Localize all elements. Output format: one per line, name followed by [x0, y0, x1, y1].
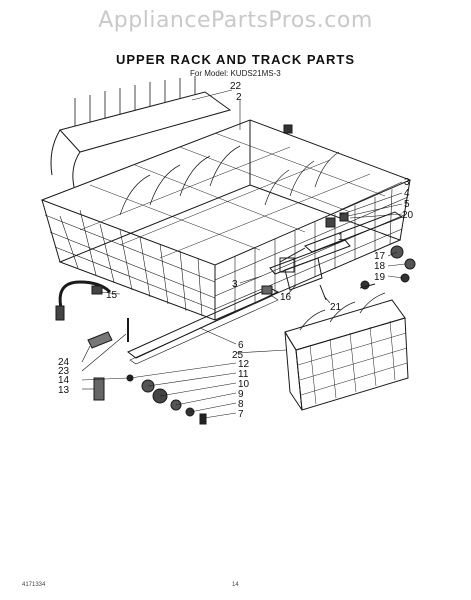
diagram-title: UPPER RACK AND TRACK PARTS — [115, 52, 356, 67]
cup-shelf — [50, 76, 232, 188]
hose-15 — [55, 280, 112, 321]
part-13 — [93, 377, 105, 401]
watermark: AppliancePartsPros.com — [98, 8, 373, 33]
callout-21: 21 — [330, 302, 342, 313]
callout-12: 12 — [238, 359, 250, 370]
callout-5: 5 — [404, 199, 410, 210]
track-rail — [127, 285, 280, 365]
document-number: 4171334 — [22, 582, 46, 588]
track-rollers — [359, 245, 416, 290]
callout-7: 7 — [238, 409, 244, 420]
callout-17: 17 — [374, 251, 386, 262]
callout-18: 18 — [374, 261, 386, 272]
callout-8: 8 — [238, 399, 244, 410]
callout-3-lower: 3 — [232, 279, 238, 290]
callout-15: 15 — [106, 290, 118, 301]
callout-14: 14 — [58, 375, 70, 386]
callout-24: 24 — [58, 357, 70, 368]
wheel-cluster — [126, 374, 207, 425]
callout-16: 16 — [280, 292, 292, 303]
part-23-24 — [87, 318, 129, 349]
callout-4: 4 — [404, 188, 410, 199]
callout-6: 6 — [238, 340, 244, 351]
callout-13: 13 — [58, 385, 70, 396]
callout-20: 20 — [402, 210, 414, 221]
silverware-basket — [284, 292, 409, 411]
callout-19: 19 — [374, 272, 386, 283]
callout-3-upper: 3 — [404, 177, 410, 188]
page-number: 14 — [232, 582, 239, 588]
track-assembly — [269, 211, 404, 275]
callout-1: 1 — [338, 232, 344, 243]
upper-rack-basket — [40, 119, 412, 321]
callout-9: 9 — [238, 389, 244, 400]
callout-10: 10 — [238, 379, 250, 390]
callout-25: 25 — [232, 350, 244, 361]
callout-23: 23 — [58, 366, 70, 377]
callout-2: 2 — [236, 92, 242, 103]
callout-22: 22 — [230, 81, 242, 92]
callout-11: 11 — [238, 369, 249, 380]
model-label: For Model: KUDS21MS-3 — [190, 69, 281, 78]
rear-stop — [283, 124, 293, 134]
